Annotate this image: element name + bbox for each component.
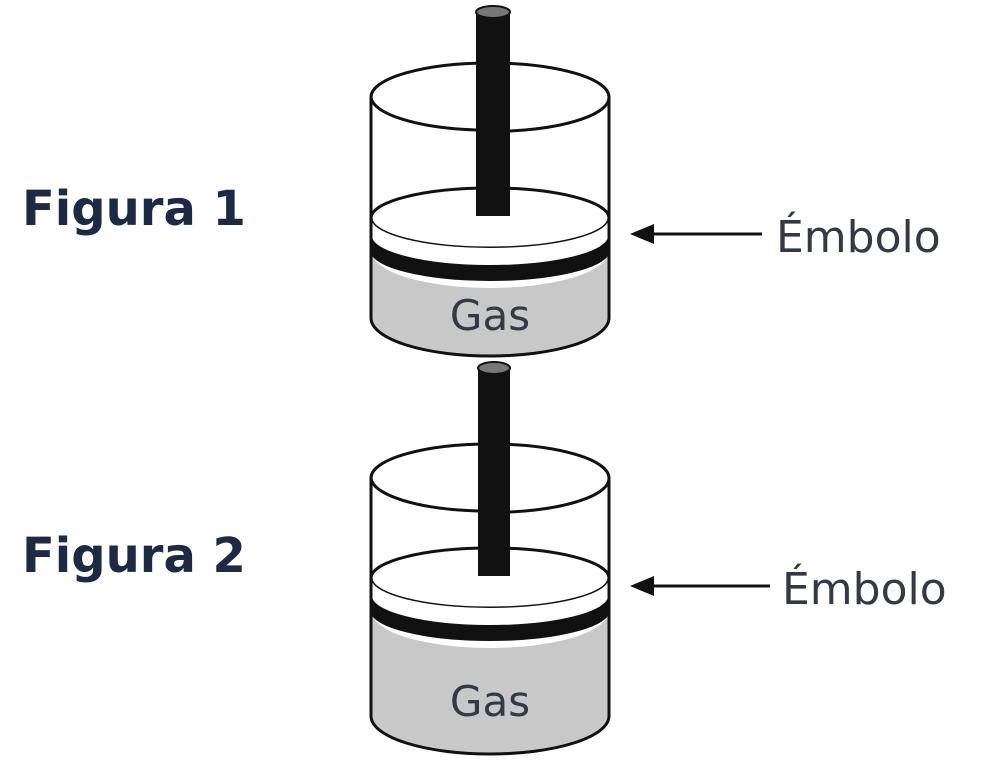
piston-rod-2 [478,366,510,576]
piston-label-1: Émbolo [776,210,941,263]
piston-rod-1-cap [475,5,511,19]
gas-region-1 [372,252,608,356]
gas-region-2 [372,612,608,754]
cylinder-2-top-rim-front [369,477,611,514]
cylinder-1: Gas [369,5,611,358]
figure-2: Figura 2 Gas Émbolo [22,361,947,756]
piston-rod-1 [476,10,510,216]
gas-label-1: Gas [450,291,530,340]
cylinder-2-top-rim-back [369,442,611,479]
figure-1: Figura 1 Gas Émb [22,5,941,358]
figure-2-label: Figura 2 [22,528,246,584]
cylinder-1-top-rim-back [369,61,611,98]
piston-rod-2-cap [477,361,511,375]
piston-2-thickness [371,578,609,630]
arrow-2 [630,576,770,596]
cylinder-1-top-rim-front [369,96,611,133]
figure-1-label: Figura 1 [22,181,246,237]
piston-label-2: Émbolo [782,562,947,615]
piston-1-thickness [371,218,609,272]
cylinder-2-bottom [369,715,611,756]
cylinder-1-bottom [369,317,611,358]
gas-label-2: Gas [450,677,530,726]
cylinder-2: Gas [369,361,611,756]
arrow-1 [630,224,762,244]
